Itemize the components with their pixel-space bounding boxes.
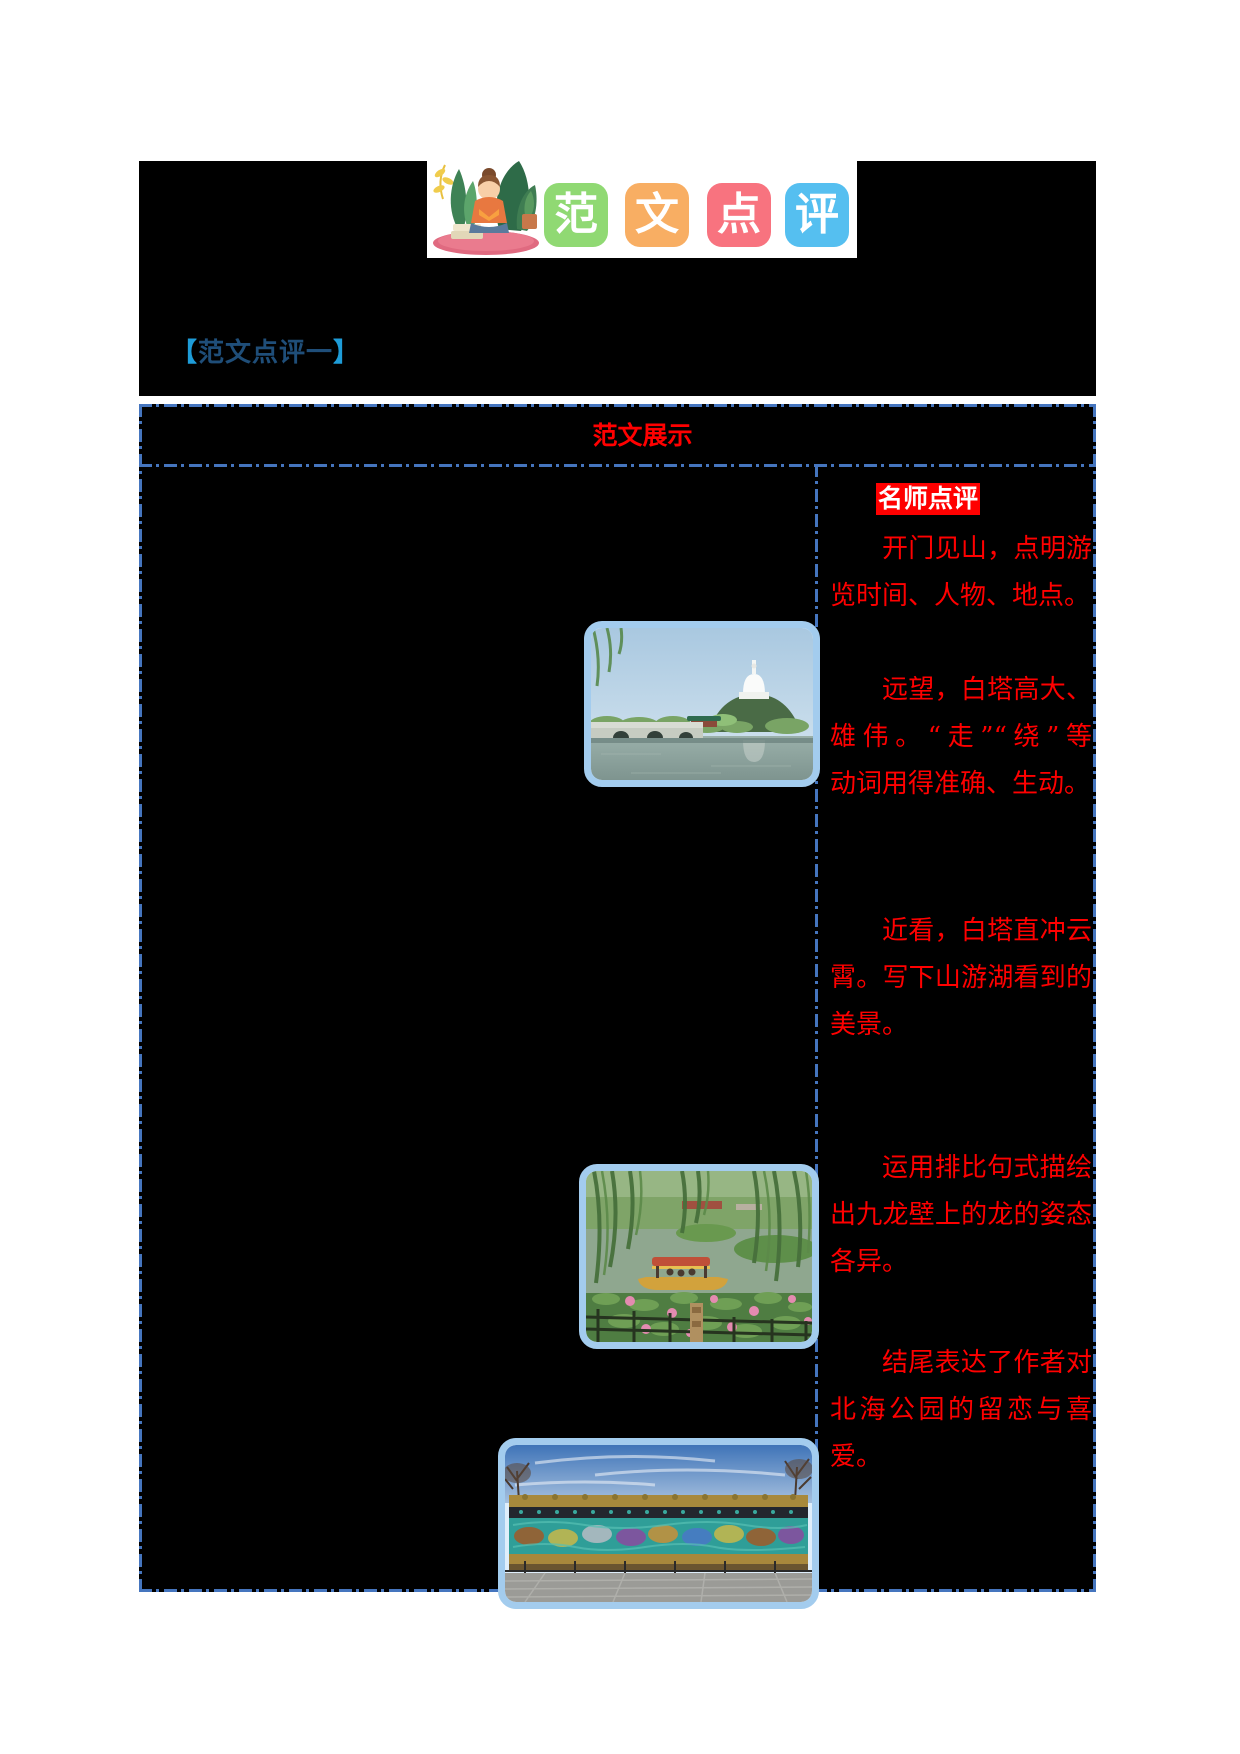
logo-tile-fan: 范 xyxy=(544,183,608,247)
lotus-pond-sightseeing-boat-photo xyxy=(579,1164,819,1349)
commentary-line: 远望，白塔高大、 xyxy=(882,675,1092,705)
commentary-line: 美景。 xyxy=(830,1010,909,1040)
commentary-line: 爱。 xyxy=(830,1442,883,1472)
model-essay-table: 范文展示 xyxy=(139,404,1096,1609)
heading-close-bracket: 】 xyxy=(333,337,361,367)
teacher-commentary-badge: 名师点评 xyxy=(876,483,981,515)
table-column-divider xyxy=(815,464,818,1592)
logo-tile-dian: 点 xyxy=(707,183,771,247)
commentary-line: 霄。写下山游湖看到的 xyxy=(830,963,1092,993)
commentary-line: 出九龙壁上的龙的姿态 xyxy=(830,1200,1092,1230)
logo-tile-ping: 评 xyxy=(785,183,849,247)
commentary-line: 运用排比句式描绘 xyxy=(882,1153,1092,1183)
logo-tile-wen: 文 xyxy=(625,183,689,247)
commentary-paragraph: 运用排比句式描绘 出九龙壁上的龙的姿态 各异。 xyxy=(830,1145,1092,1286)
commentary-line: 结尾表达了作者对 xyxy=(882,1348,1092,1378)
table-border-right xyxy=(1093,404,1096,1592)
fanwen-dianping-logo: 范 文 点 评 xyxy=(427,145,857,258)
table-border-top xyxy=(139,404,1096,407)
commentary-line: 动词用得准确、生动。 xyxy=(830,769,1091,799)
reading-girl-illustration xyxy=(433,161,539,255)
heading-label: 范文点评一 xyxy=(198,337,334,367)
heading-open-bracket: 【 xyxy=(171,337,199,367)
commentary-paragraph: 开门见山，点明游 览时间、人物、地点。 xyxy=(830,526,1092,620)
table-header-separator xyxy=(139,464,1096,467)
commentary-line: 北海公园的留恋与喜 xyxy=(830,1395,1092,1425)
commentary-line: 各异。 xyxy=(830,1247,909,1277)
commentary-line: 雄伟。“走”“绕”等 xyxy=(830,722,1092,752)
section-heading: 【范文点评一】 xyxy=(171,336,360,368)
nine-dragon-wall-photo xyxy=(498,1438,819,1609)
commentary-line: 近看，白塔直冲云 xyxy=(882,916,1092,946)
commentary-paragraph: 近看，白塔直冲云 霄。写下山游湖看到的 美景。 xyxy=(830,908,1092,1049)
beihai-lake-white-pagoda-photo xyxy=(584,621,820,787)
commentary-line: 开门见山，点明游 xyxy=(882,534,1092,564)
commentary-line: 览时间、人物、地点。 xyxy=(830,581,1091,611)
table-border-left xyxy=(139,404,142,1592)
table-title: 范文展示 xyxy=(592,422,693,450)
commentary-paragraph: 远望，白塔高大、 雄伟。“走”“绕”等 动词用得准确、生动。 xyxy=(830,667,1092,808)
commentary-paragraph: 结尾表达了作者对 北海公园的留恋与喜 爱。 xyxy=(830,1340,1092,1481)
